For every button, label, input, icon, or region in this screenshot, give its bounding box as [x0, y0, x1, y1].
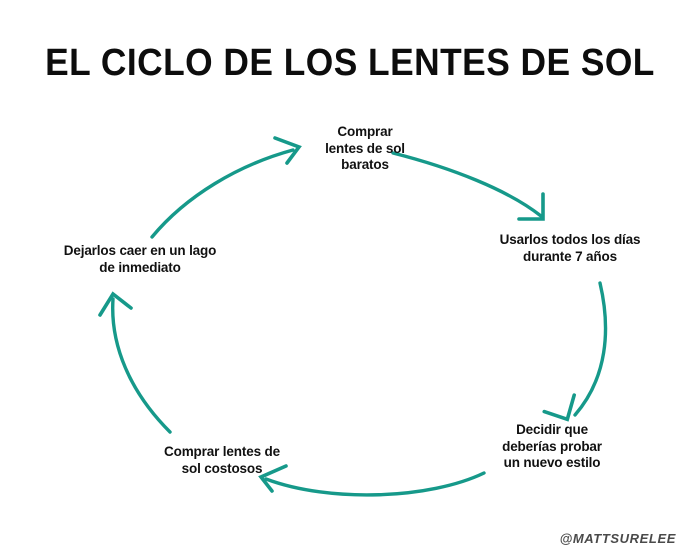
page-title: EL CICLO DE LOS LENTES DE SOL: [45, 42, 655, 84]
arrow-curve: [391, 151, 543, 218]
arrow-head: [517, 192, 545, 221]
arrow-node0-to-node1: [391, 151, 545, 221]
arrow-curve: [264, 471, 486, 497]
cycle-step-4-label: Comprar lentes de sol costosos: [164, 444, 280, 476]
cycle-step-1-label: Comprar lentes de sol baratos: [325, 124, 405, 172]
arrow-curve: [111, 297, 172, 434]
arrow-head: [273, 136, 302, 165]
arrow-head: [542, 393, 576, 422]
arrow-head: [258, 464, 288, 493]
arrow-node4-to-node0: [150, 136, 302, 239]
arrow-node1-to-node2: [542, 281, 608, 422]
arrow-node3-to-node4: [98, 291, 172, 434]
cycle-step-5-label: Dejarlos caer en un lago de inmediato: [63, 243, 217, 275]
watermark-credit: @MATTSURELEE: [559, 531, 676, 546]
cycle-step-3-label: Decidir que deberías probar un nuevo est…: [502, 422, 602, 470]
arrow-curve: [150, 148, 295, 239]
cycle-step-2-label: Usarlos todos los días durante 7 años: [499, 232, 641, 264]
arrow-node2-to-node3: [258, 464, 486, 497]
arrow-head: [98, 291, 133, 317]
arrow-curve: [573, 281, 608, 417]
